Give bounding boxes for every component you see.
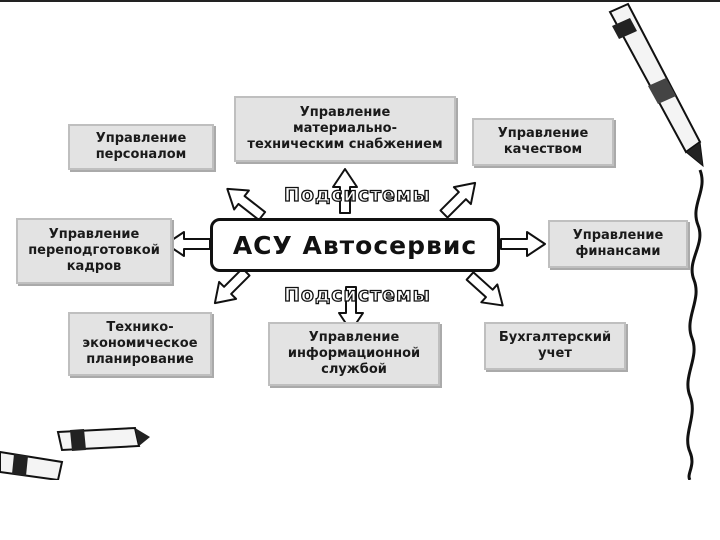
arrow-to-finance (500, 231, 546, 257)
top-border (0, 0, 720, 6)
node-info-service: Управление информационной службой (268, 322, 440, 386)
arrow-to-retraining (165, 231, 211, 257)
node-planning: Технико- экономическое планирование (68, 312, 212, 376)
node-accounting: Бухгалтерский учет (484, 322, 626, 370)
node-personnel: Управление персоналом (68, 124, 214, 170)
node-retraining: Управление переподготовкой кадров (16, 218, 172, 284)
crayon-icon (608, 2, 704, 168)
arrows-layer (0, 2, 704, 480)
slide: Подсистемы Подсистемы АСУ Автосервис Упр… (0, 0, 720, 480)
wavy-line-decoration (686, 169, 704, 480)
arrow-to-accounting (460, 266, 512, 316)
subsystems-label-bottom: Подсистемы (283, 283, 431, 306)
crayon-pair-icon (0, 426, 150, 480)
node-finance: Управление финансами (548, 220, 688, 268)
bottom-margin (0, 480, 720, 540)
subsystems-label-top: Подсистемы (283, 183, 431, 206)
central-node: АСУ Автосервис (210, 218, 500, 272)
node-supply: Управление материально- техническим снаб… (234, 96, 456, 162)
node-quality: Управление качеством (472, 118, 614, 166)
central-node-title: АСУ Автосервис (232, 230, 478, 260)
arrow-to-quality (434, 173, 485, 224)
